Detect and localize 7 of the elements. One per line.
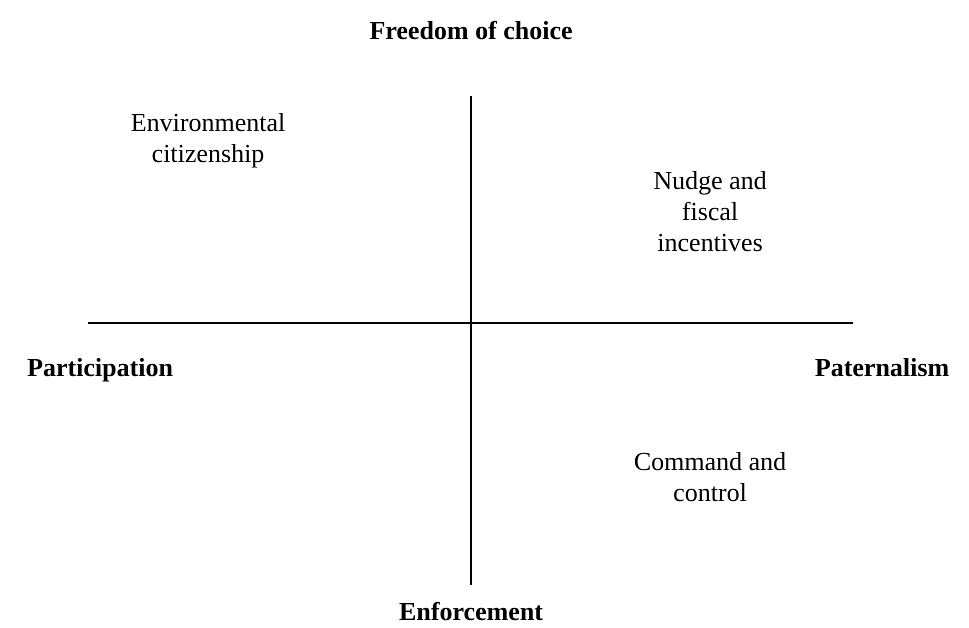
- quadrant-label: Environmental citizenship: [130, 107, 286, 169]
- axis-label: Paternalism: [814, 352, 950, 383]
- axis-label: Freedom of choice: [368, 15, 574, 46]
- axis-label: Enforcement: [398, 596, 544, 627]
- quadrant-label: Nudge and fiscal incentives: [652, 165, 768, 258]
- quadrant-label: Command and control: [632, 446, 788, 508]
- axis-label: Participation: [26, 352, 174, 383]
